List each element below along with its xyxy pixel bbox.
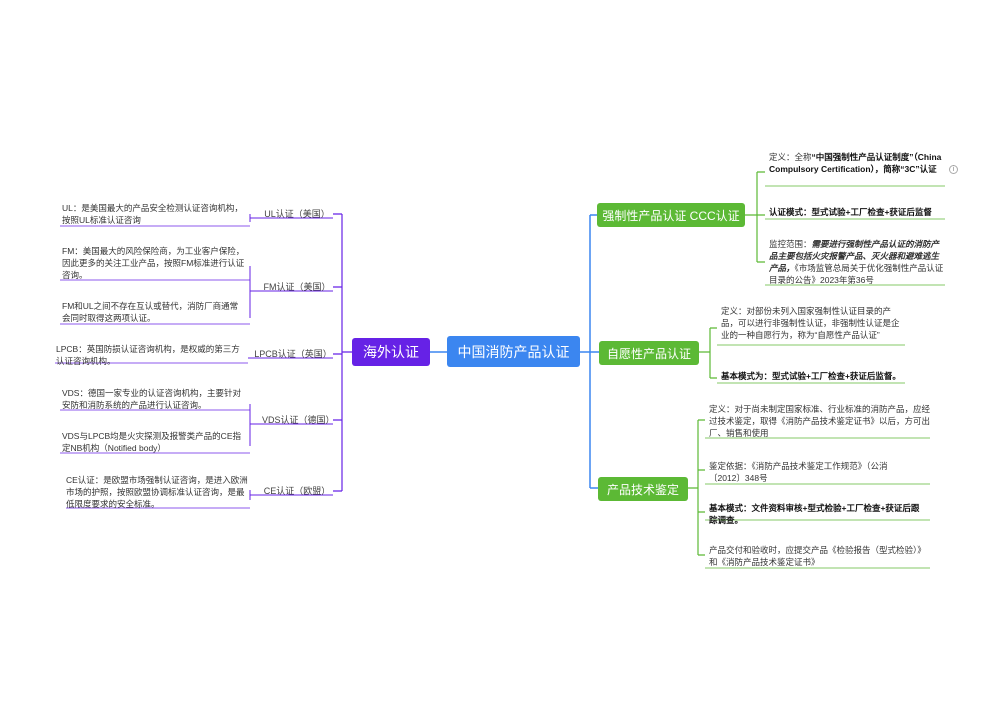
info-icon[interactable]: i (949, 165, 958, 174)
leaf-vds-1: VDS：德国一家专业的认证咨询机构，主要针对安防和消防系统的产品进行认证咨询。 (62, 388, 241, 410)
appraisal-mode: 基本模式：文件资料审核+型式检验+工厂检查+获证后跟踪调查。 (709, 502, 927, 526)
ccc-scope-em: 需要进行强制性产品认证的消防产品主要包括火灾报警产品、灭火器和避难逃生产品， (769, 239, 940, 273)
appraisal-mode-body: 文件资料审核+型式检验+工厂检查+获证后跟踪调查。 (709, 503, 920, 525)
appraisal-definition: 定义：对于尚未制定国家标准、行业标准的消防产品，应经过技术鉴定，取得《消防产品技… (709, 404, 931, 438)
ccc-def-prefix: 定义：全称 (769, 152, 812, 162)
root-node[interactable]: 中国消防产品认证 (447, 336, 580, 367)
sub-fm[interactable]: FM认证（美国） (263, 282, 331, 292)
leaf-ul: UL：是美国最大的产品安全检测认证咨询机构，按照UL标准认证咨询 (62, 203, 243, 225)
connector-root-right (580, 214, 599, 489)
leaf-ce: CE认证：是欧盟市场强制认证咨询，是进入欧洲市场的护照，按照欧盟协调标准认证咨询… (66, 475, 248, 509)
sub-lpcb[interactable]: LPCB认证（英国） (254, 349, 332, 359)
voluntary-definition: 定义：对部份未列入国家强制性认证目录的产品，可以进行非强制性认证，非强制性认证是… (721, 306, 900, 340)
leaf-lpcb: LPCB：英国防损认证咨询机构，是权威的第三方认证咨询机构。 (56, 344, 240, 366)
ccc-scope-prefix: 监控范围： (769, 239, 812, 249)
appraisal-basis: 鉴定依据：《消防产品技术鉴定工作规范》（公消〔2012〕348号 (709, 461, 888, 483)
ccc-def-body: “中国强制性产品认证制度”（China Compulsory Certifica… (769, 152, 942, 174)
ccc-mode: 认证模式：型式试验+工厂检查+获证后监督 (769, 207, 932, 217)
leaf-vds-2: VDS与LPCB均是火灾探测及报警类产品的CE指定NB机构（Notified b… (62, 431, 241, 453)
voluntary-node[interactable]: 自愿性产品认证 (599, 341, 699, 365)
ccc-node[interactable]: 强制性产品认证 CCC认证 (597, 203, 745, 227)
leaf-fm-1: FM：美国最大的风险保险商，为工业客户保险，因此更多的关注工业产品，按照FM标准… (62, 246, 245, 280)
leaf-fm-2: FM和UL之间不存在互认或替代，消防厂商通常会同时取得这两项认证。 (62, 301, 239, 323)
appraisal-mode-prefix: 基本模式： (709, 503, 752, 513)
appraisal-node[interactable]: 产品技术鉴定 (598, 477, 688, 501)
connector-overseas-left (333, 213, 352, 492)
overseas-node[interactable]: 海外认证 (352, 338, 430, 366)
sub-ce[interactable]: CE认证（欧盟） (263, 486, 331, 496)
sub-vds[interactable]: VDS认证（德国） (262, 415, 335, 425)
ccc-scope: 监控范围：需要进行强制性产品认证的消防产品主要包括火灾报警产品、灭火器和避难逃生… (769, 238, 947, 286)
sub-ul[interactable]: UL认证（美国） (264, 209, 330, 219)
ccc-scope-rest: 《市场监管总局关于优化强制性产品认证目录的公告》2023年第36号 (769, 263, 944, 285)
ccc-definition: 定义：全称“中国强制性产品认证制度”（China Compulsory Cert… (769, 151, 947, 175)
voluntary-mode: 基本模式为：型式试验+工厂检查+获证后监督。 (721, 371, 901, 381)
appraisal-delivery: 产品交付和验收时，应提交产品《检验报告（型式检验）》和《消防产品技术鉴定证书》 (709, 545, 926, 567)
